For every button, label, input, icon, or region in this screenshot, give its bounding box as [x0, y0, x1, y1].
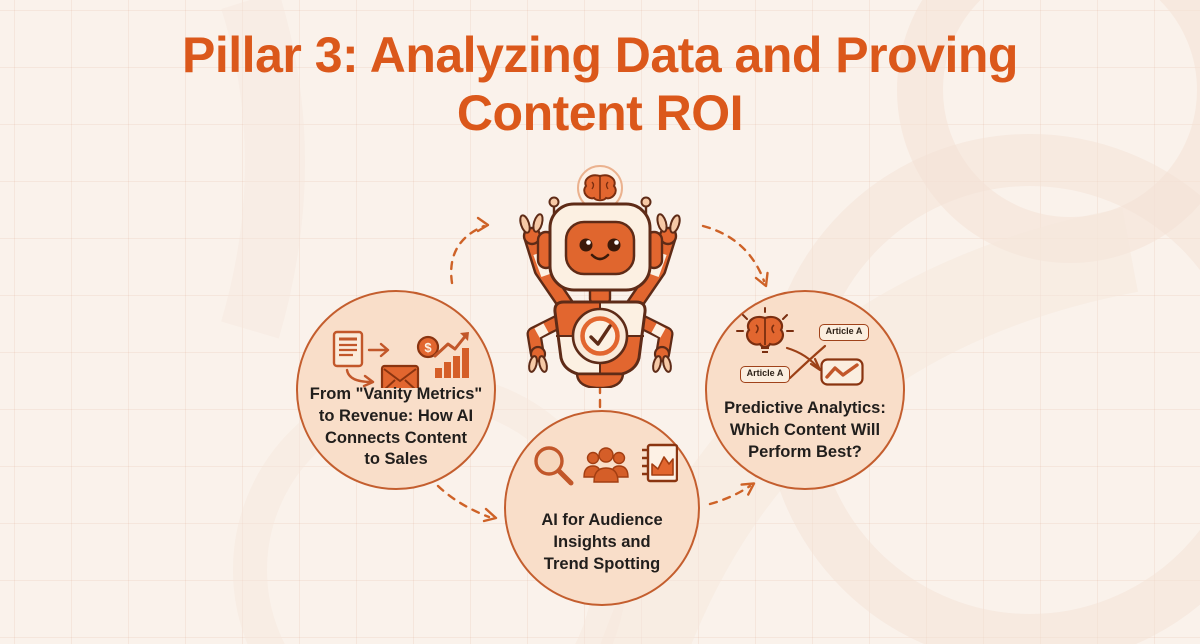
arrow-left-to-bottom: [436, 484, 491, 519]
document-icon: [332, 330, 364, 368]
robot-smile: [590, 253, 610, 261]
arrow-robot-to-right: [701, 224, 766, 283]
curved-arrow-icon: [345, 368, 375, 388]
envelope-icon: [380, 364, 420, 388]
arrow-left-to-robot: [450, 224, 486, 285]
robot-eye: [579, 238, 593, 252]
line-chart-box-icon: [820, 358, 864, 386]
arrow-bottom-to-right: [708, 484, 752, 506]
arrow-right-icon: [367, 342, 390, 358]
node-vanity-metrics: $ From "Vanity Metrics"to Revenue: How A…: [296, 290, 496, 490]
robot-visor: [564, 220, 636, 276]
article-badge: Article A: [740, 366, 790, 383]
robot-eye: [607, 238, 621, 252]
ai-robot-mascot: [519, 165, 681, 388]
brain-idea-icon: [736, 307, 794, 353]
article-badge: Article A: [819, 324, 869, 341]
svg-text:$: $: [424, 340, 432, 355]
brain-icon: [577, 165, 623, 211]
robot-body-cap: [575, 372, 625, 388]
robot-head: [548, 202, 652, 292]
crossing-arrows-icon: [785, 344, 827, 380]
trend-report-icon: [642, 443, 678, 483]
checkmark-icon: [571, 307, 629, 365]
growth-chart-icon: [433, 332, 469, 378]
magnifier-icon: [534, 446, 574, 486]
robot-arm-lower: [526, 312, 674, 373]
dollar-coin-icon: $: [416, 335, 440, 359]
audience-icon: [583, 447, 629, 483]
node-predictive-analytics: Article A Article A Predictive Analytics…: [705, 290, 905, 490]
